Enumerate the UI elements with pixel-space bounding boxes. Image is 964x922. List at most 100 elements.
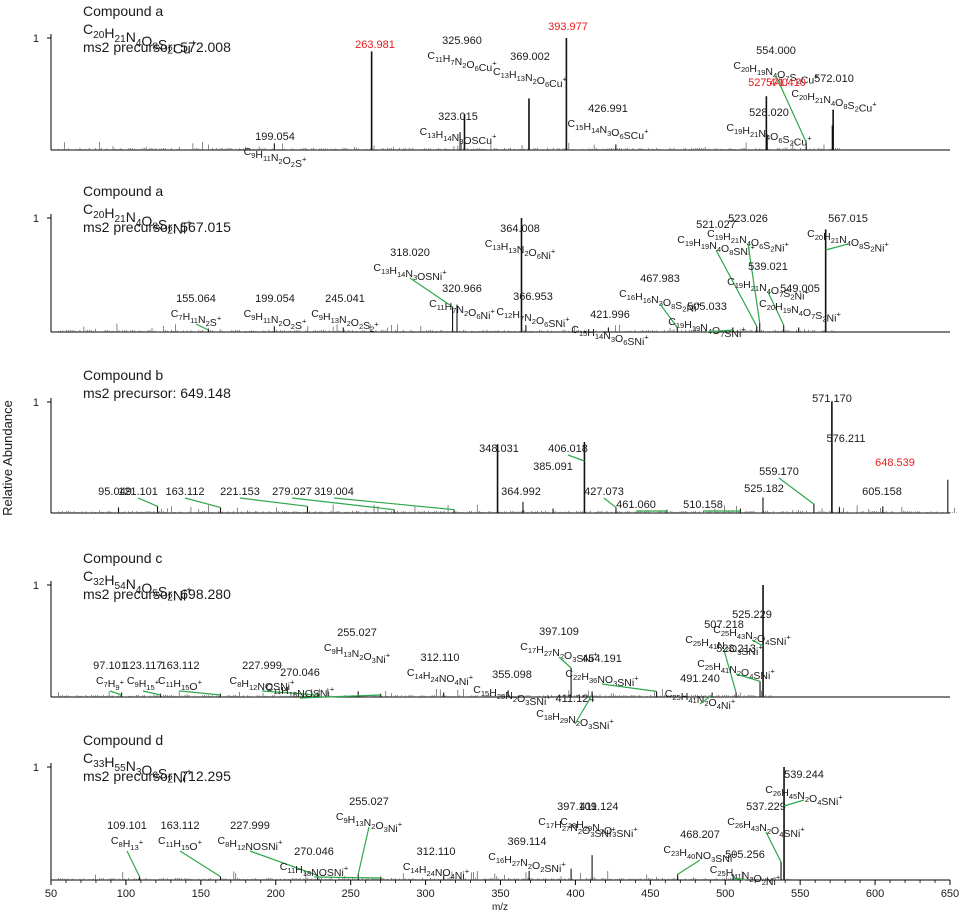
leader-line: [333, 497, 455, 511]
fragment-formula: C26H43N2O4SNi+: [727, 816, 805, 840]
peak-label: 270.046: [294, 846, 334, 858]
peak-label: 426.991: [588, 103, 628, 115]
leader-line: [239, 497, 308, 507]
panel-formula: C33H55N3O6S2Ni+: [83, 750, 192, 786]
leader-line: [603, 497, 617, 508]
fragment-formula: C13H14N3OSCu+: [420, 126, 497, 147]
peak-label: 576.211: [827, 433, 866, 445]
leader-line: [179, 690, 221, 696]
peak-label: 571.170: [812, 393, 852, 405]
fragment-formula: C14H24NO4Ni+: [403, 861, 470, 882]
leader-line: [677, 859, 701, 875]
peak-label: 245.041: [325, 293, 365, 305]
fragment-formula: C9H13N2O3Ni+: [336, 811, 403, 835]
peak-label: 366.953: [513, 291, 553, 303]
fragment-formula: C9H11N2O2S+: [244, 146, 307, 170]
leader-line: [783, 799, 805, 807]
peak-label: 155.064: [176, 293, 216, 305]
peak-label: 199.054: [255, 293, 295, 305]
peak-label: 454.191: [582, 653, 622, 665]
leader-line: [733, 877, 746, 881]
fragment-formula: C14H24NO4Ni+: [407, 667, 474, 688]
leader-line: [261, 690, 318, 696]
fragment-formula: C23H40NO3SNi+: [663, 844, 737, 865]
y-tick-label: 1: [33, 580, 39, 592]
leader-line: [567, 454, 585, 462]
x-tick-label: 450: [641, 888, 659, 900]
peak-label: 525.229: [732, 609, 772, 621]
peak-label: 521.027: [696, 219, 736, 231]
fragment-formula: C25H41N2O2Ni+: [710, 864, 781, 888]
peak-label: 525.182: [744, 483, 784, 495]
x-tick-label: 650: [941, 888, 959, 900]
fragment-formula: C9H13N2O2S2+: [311, 308, 379, 334]
x-tick-label: 500: [716, 888, 734, 900]
fragment-formula: C19H21N4O7S2Ni+: [727, 276, 809, 303]
peak-label: 97.101: [93, 660, 127, 672]
fragment-formula: C13H13N2O6Ni+: [485, 238, 556, 262]
fragment-formula: C13H14N3OSNi+: [373, 262, 447, 283]
panel-formula: C20H21N4O8S2Ni+: [83, 201, 192, 237]
leader-line: [715, 249, 758, 327]
leader-line: [179, 850, 221, 878]
peak-label: 648.539: [875, 457, 915, 469]
x-tick-label: 300: [416, 888, 434, 900]
fragment-formula: C25H43N2O4SNi+: [713, 624, 791, 648]
peak-label: 421.996: [590, 309, 630, 321]
y-tick-label: 1: [33, 33, 39, 45]
panel-formula: C32H54N4O5S2Ni+: [83, 568, 192, 604]
fragment-formula: C16H27N2O2SNi+: [488, 851, 566, 875]
peak-label: 312.110: [421, 652, 460, 664]
fragment-formula: C20H21N4O8S2Cu+: [791, 88, 877, 115]
peak-label: 559.170: [759, 466, 799, 478]
peak-label: 468.207: [680, 829, 720, 841]
leader-line: [184, 497, 221, 509]
noise-peaks: [58, 504, 957, 513]
peak-label: 227.999: [230, 820, 270, 832]
peak-label: 325.960: [442, 35, 482, 47]
peak-label: 406.018: [548, 443, 588, 455]
peak-label: 255.027: [349, 796, 389, 808]
panel-precursor: ms2 precursor: 649.148: [83, 385, 231, 401]
leader-line: [825, 243, 849, 251]
fragment-formula: C15H14N3O6SNi+: [571, 324, 649, 348]
fragment-formula: C11H18NOSNi+: [266, 682, 335, 700]
panel-title: Compound d: [83, 732, 163, 748]
leader-line: [767, 291, 785, 326]
x-tick-label: 150: [192, 888, 210, 900]
peak-label: 427.073: [584, 486, 624, 498]
fragment-formula: C9H15+: [127, 675, 160, 692]
fragment-formula: C17H27N2O3SNi+: [538, 816, 616, 840]
peak-label: 199.054: [255, 131, 295, 143]
fragment-formula: C25H41N2O4Ni+: [665, 688, 736, 712]
peak-label: 505.033: [687, 301, 727, 313]
fragment-formula: C25H41N2O4SNi+: [697, 658, 775, 682]
peak-label: 411.124: [556, 693, 595, 705]
panel-precursor: ms2 precursor: 698.280: [83, 586, 231, 602]
x-tick-label: 100: [117, 888, 135, 900]
x-tick-label: 400: [566, 888, 584, 900]
leader-line: [126, 850, 141, 877]
peak-label: 163.112: [166, 486, 205, 498]
fragment-formula: C7H9+: [96, 675, 125, 692]
fragment-formula: C9H11N2O2S+: [244, 308, 307, 332]
peak-label: 510.158: [683, 499, 723, 511]
leader-line: [723, 649, 737, 693]
panel-precursor: ms2 precursor: 567.015: [83, 219, 231, 235]
peak-label: 320.966: [442, 283, 482, 295]
fragment-formula: C9H13N2O3Ni+: [324, 642, 391, 666]
panel-precursor: ms2 precursor: 712.295: [83, 768, 231, 784]
fragment-formula: C11H18NOSNi+: [280, 861, 349, 879]
fragment-formula: C8H13+: [111, 835, 144, 852]
leader-line: [249, 850, 318, 877]
peak-label: 369.002: [510, 51, 550, 63]
fragment-formula: C11H15O+: [158, 675, 203, 693]
peak-label: 549.005: [780, 283, 820, 295]
leader-line: [751, 639, 764, 647]
peak-label: 505.256: [725, 849, 765, 861]
peak-label: 109.101: [107, 820, 147, 832]
leader-line: [195, 323, 209, 331]
peak-label: 319.004: [314, 486, 354, 498]
